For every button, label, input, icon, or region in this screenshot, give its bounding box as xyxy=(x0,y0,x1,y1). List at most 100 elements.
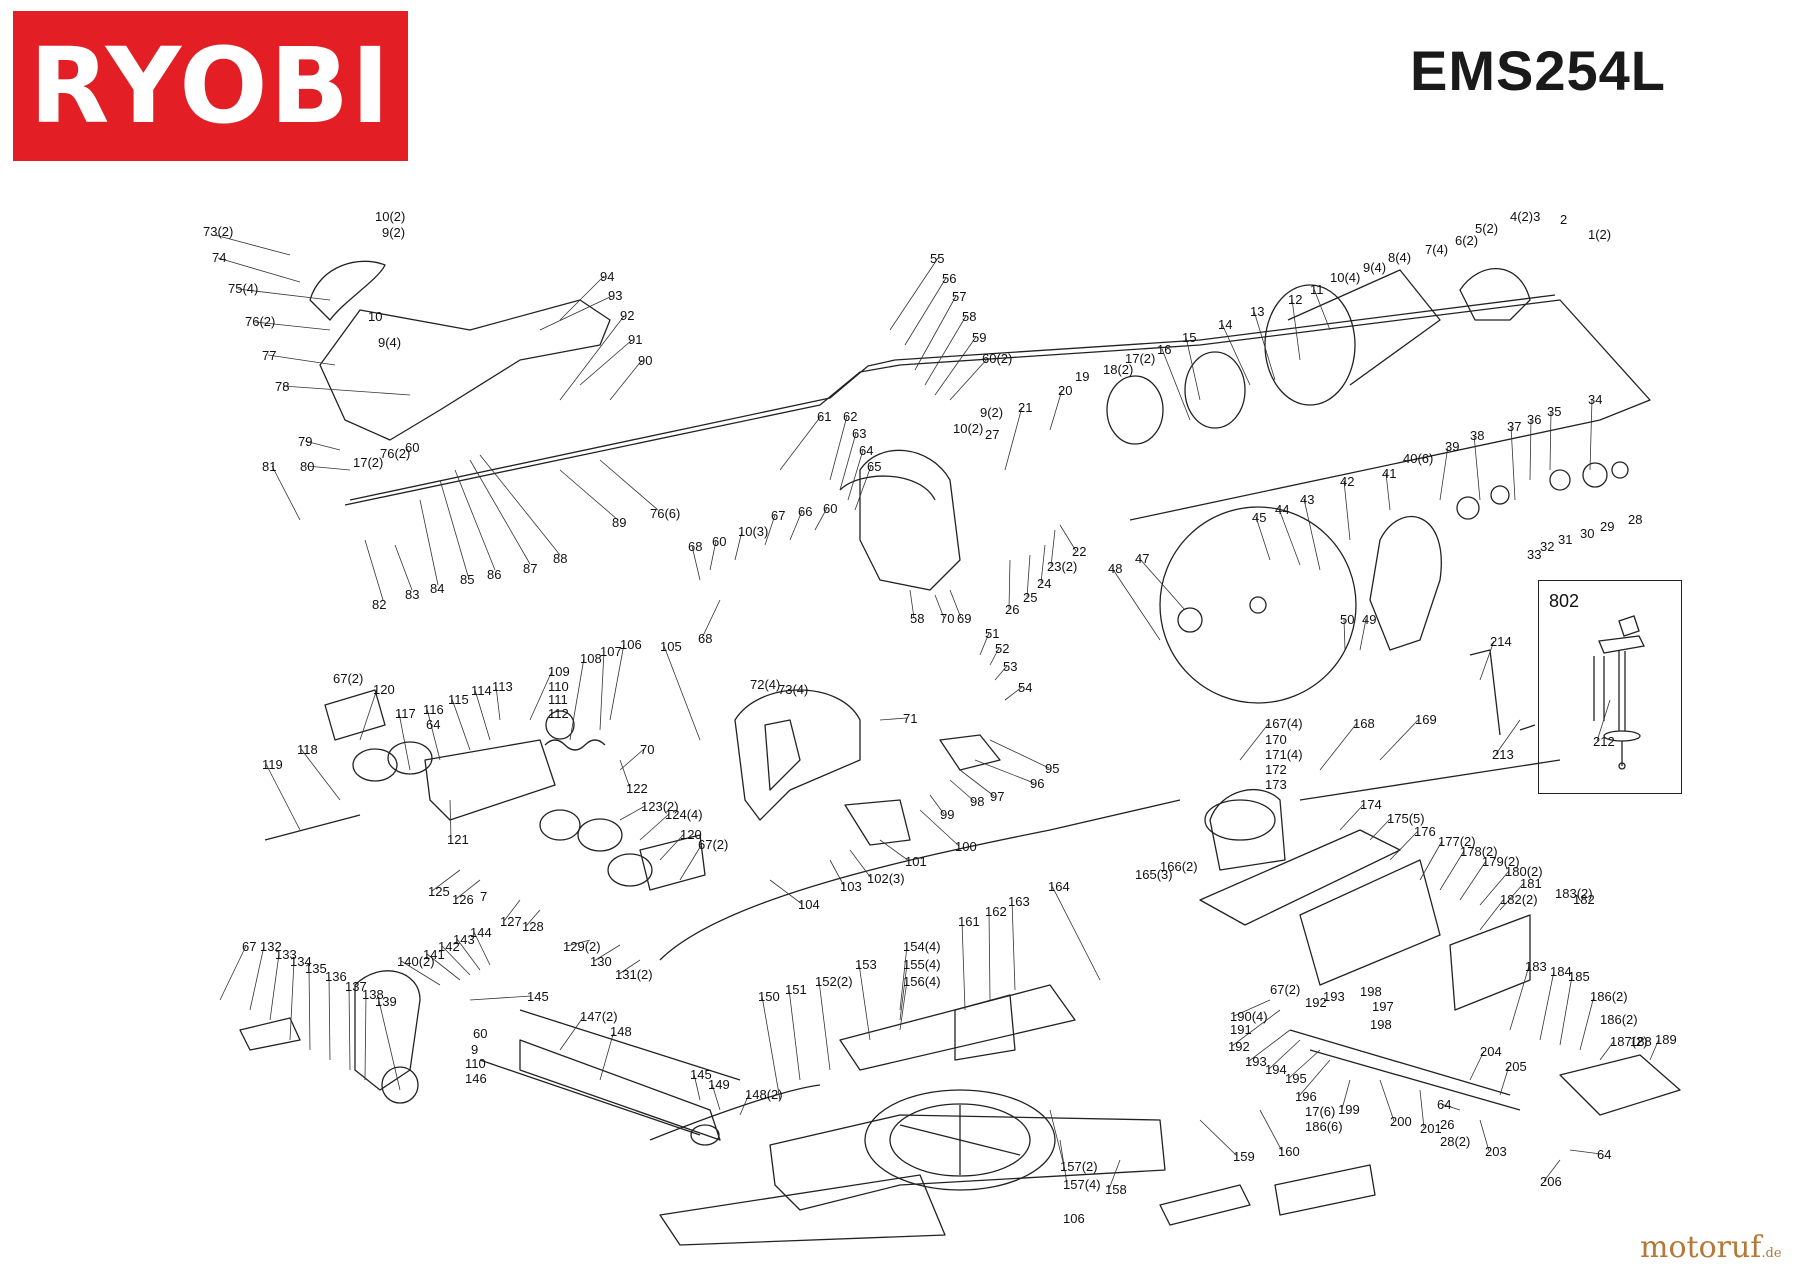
part-label: 145 xyxy=(690,1067,712,1082)
leader-line xyxy=(1339,803,1365,831)
leader-line xyxy=(599,650,605,731)
leader-line xyxy=(539,295,613,331)
leader-line xyxy=(889,257,939,331)
part-label: 123(2) xyxy=(641,799,679,814)
part-label: 97 xyxy=(990,789,1005,804)
part-label: 23(2) xyxy=(1047,559,1078,574)
part-label: 104 xyxy=(798,897,820,912)
leader-line xyxy=(579,339,633,386)
part-label: 126 xyxy=(452,892,474,907)
leader-line xyxy=(431,869,461,892)
leader-line xyxy=(1050,529,1056,567)
leader-line xyxy=(858,963,871,1041)
leader-line xyxy=(1599,1040,1615,1061)
leader-line xyxy=(693,1073,701,1101)
part-label: 57 xyxy=(952,289,967,304)
part-label: 28 xyxy=(1628,512,1643,527)
leader-line xyxy=(559,275,605,321)
part-label: 67 xyxy=(242,939,257,954)
part-label: 186(2) xyxy=(1600,1012,1638,1027)
leader-line xyxy=(1288,1049,1321,1079)
leader-line xyxy=(1004,406,1023,471)
part-label: 156(4) xyxy=(903,974,941,989)
part-label: 139 xyxy=(375,994,397,1009)
part-label: 154(4) xyxy=(903,939,941,954)
leader-line xyxy=(1479,1119,1490,1152)
leader-line xyxy=(1549,410,1552,471)
part-label: 164 xyxy=(1048,879,1070,894)
part-label: 25 xyxy=(1023,590,1038,605)
leader-line xyxy=(479,454,561,556)
leader-line xyxy=(1369,817,1392,841)
model-number: EMS254L xyxy=(1410,39,1666,102)
part-label: 186(2) xyxy=(1590,989,1628,1004)
leader-line xyxy=(1253,310,1276,381)
leader-line xyxy=(789,510,803,541)
leader-line xyxy=(734,530,743,561)
leader-line xyxy=(701,599,721,639)
part-label: 170 xyxy=(1265,732,1287,747)
part-label: 147(2) xyxy=(580,1009,618,1024)
leader-line xyxy=(949,779,975,802)
leader-line xyxy=(1439,850,1465,891)
leader-line xyxy=(289,960,295,1041)
part-label: 89 xyxy=(612,515,627,530)
part-label: 201 xyxy=(1420,1121,1442,1136)
leader-line xyxy=(328,975,331,1061)
leader-line xyxy=(619,759,631,789)
leader-line xyxy=(456,938,481,971)
leader-line xyxy=(364,539,384,601)
leader-line xyxy=(711,1083,721,1111)
leader-line xyxy=(593,944,621,962)
part-label: 36 xyxy=(1527,412,1542,427)
part-label: 108 xyxy=(580,651,602,666)
leader-line xyxy=(271,465,301,521)
part-label: 82 xyxy=(372,597,387,612)
leader-line xyxy=(378,1000,401,1091)
part-label: 176 xyxy=(1414,824,1436,839)
ryobi-logo: RYOBI xyxy=(13,11,408,161)
part-label: 157(2) xyxy=(1060,1159,1098,1174)
leader-line xyxy=(569,657,585,741)
part-label: 183(2) xyxy=(1555,886,1593,901)
leader-line xyxy=(619,748,645,771)
part-label: 135 xyxy=(305,961,327,976)
part-label: 17(6) xyxy=(1305,1104,1336,1119)
part-label: 114 xyxy=(471,683,492,698)
leader-line xyxy=(1239,722,1270,761)
leader-line xyxy=(961,920,966,1011)
part-label: 196 xyxy=(1295,1089,1317,1104)
part-label: 99 xyxy=(940,807,955,822)
part-label: 148 xyxy=(610,1024,632,1039)
part-label: 193 xyxy=(1323,989,1345,1004)
leader-line xyxy=(1473,434,1481,501)
leader-line xyxy=(282,385,411,396)
part-label: 9(2) xyxy=(382,225,406,240)
part-label: 83 xyxy=(405,587,420,602)
leader-line xyxy=(1138,557,1186,611)
part-label: 77 xyxy=(262,348,277,363)
part-label: 130 xyxy=(590,954,612,969)
part-label: 194 xyxy=(1265,1062,1287,1077)
part-label: 94 xyxy=(600,269,615,284)
leader-line xyxy=(1359,618,1367,651)
part-label: 198 xyxy=(1360,984,1382,999)
part-label: 100 xyxy=(955,839,977,854)
part-label: 189 xyxy=(1655,1032,1677,1047)
part-label: 188 xyxy=(1630,1034,1652,1049)
part-label: 111 xyxy=(548,692,568,707)
leader-line xyxy=(1543,1159,1561,1182)
leader-line xyxy=(308,967,311,1051)
part-label: 93 xyxy=(608,288,623,303)
part-label: 11 xyxy=(1310,282,1324,297)
part-label: 55 xyxy=(930,251,945,266)
part-label: 22 xyxy=(1072,544,1087,559)
part-label: 113 xyxy=(492,679,513,694)
part-label: 197 xyxy=(1372,999,1394,1014)
leader-line xyxy=(989,739,1050,769)
part-label: 84 xyxy=(430,581,445,596)
part-label: 69 xyxy=(957,611,972,626)
part-label: 27 xyxy=(985,427,1000,442)
part-label: 159 xyxy=(1233,1149,1255,1164)
